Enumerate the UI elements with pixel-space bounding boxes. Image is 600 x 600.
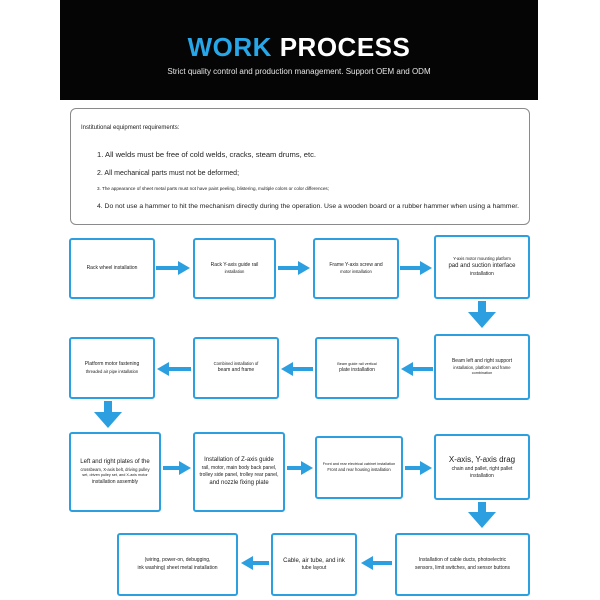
arrow-down-icon — [94, 401, 122, 428]
step-text: (wiring, power-on, debugging, — [144, 557, 211, 564]
step-text: sensors, limit switches, and sensor butt… — [414, 564, 511, 571]
arrow-left-icon — [361, 556, 392, 570]
step-text: Left and right plates of the — [80, 459, 150, 466]
arrow-right-icon — [287, 461, 313, 475]
step-text: Frame Y-axis screw and — [329, 261, 383, 268]
arrow-left-icon — [401, 362, 433, 376]
title-rest: PROCESS — [279, 32, 411, 62]
requirement-item: 2. All mechanical parts must not be defo… — [97, 170, 240, 177]
step-text: trolley side panel, trolley rear panel, — [199, 472, 279, 478]
step-text: Front and rear housing installation — [327, 467, 391, 473]
step-box: Beam guide rail vertical plate installat… — [315, 337, 399, 399]
step-text: Platform motor fastening — [84, 361, 140, 368]
step-box: Front and rear electrical cabinet instal… — [315, 436, 403, 499]
header-banner: WORK PROCESS Strict quality control and … — [60, 0, 538, 100]
step-text: and nozzle fixing plate — [209, 480, 269, 487]
step-box: Beam left and right support installation… — [434, 334, 530, 400]
step-box: Rack wheel installation — [69, 238, 155, 299]
step-text: Rack Y-axis guide rail — [210, 261, 259, 268]
step-box: Y-axis motor mounting platform pad and s… — [434, 235, 530, 299]
requirements-panel: Institutional equipment requirements: 1.… — [70, 108, 530, 225]
arrow-down-icon — [468, 301, 496, 328]
step-box: Rack Y-axis guide rail installation — [193, 238, 276, 299]
step-text: Installation of cable ducts, photoelectr… — [418, 557, 507, 564]
step-text: chain and pallet, right pallet — [451, 465, 513, 472]
step-text: combination — [471, 370, 493, 375]
step-text: installation, platform and frame — [453, 364, 511, 370]
step-text: Beam guide rail vertical — [337, 361, 377, 366]
step-text: rail, motor, main body back panel, — [201, 464, 277, 471]
step-text: installation — [224, 269, 245, 275]
arrow-right-icon — [400, 261, 432, 275]
step-text: beam and frame — [217, 367, 255, 374]
step-box: Cable, air tube, and ink tube layout — [271, 533, 357, 596]
arrow-right-icon — [163, 461, 191, 475]
page-title: WORK PROCESS — [60, 32, 538, 63]
step-box: (wiring, power-on, debugging, ink washin… — [117, 533, 238, 596]
step-text: threaded air pipe installation — [85, 368, 139, 374]
step-text: plate installation — [339, 367, 375, 374]
arrow-left-icon — [281, 362, 313, 376]
arrow-down-icon — [468, 502, 496, 528]
requirement-item: 4. Do not use a hammer to hit the mechan… — [97, 203, 520, 210]
step-box: X-axis, Y-axis drag chain and pallet, ri… — [434, 434, 530, 500]
step-box: Frame Y-axis screw and motor installatio… — [313, 238, 399, 299]
arrow-left-icon — [157, 362, 191, 376]
arrow-right-icon — [278, 261, 310, 275]
requirements-title: Institutional equipment requirements: — [81, 125, 180, 131]
step-box: Combined installation of beam and frame — [193, 337, 279, 399]
step-text: Front and rear electrical cabinet instal… — [322, 461, 396, 466]
requirement-item: 1. All welds must be free of cold welds,… — [97, 150, 317, 159]
step-text: pad and suction interface — [448, 263, 516, 270]
step-text: Installation of Z-axis guide — [204, 457, 274, 464]
step-text: Rack wheel installation — [86, 264, 138, 271]
step-text: set, driven pulley set, and X-axis motor — [82, 473, 148, 478]
step-text: Combined installation of — [213, 361, 259, 367]
step-text: Y-axis motor mounting platform — [453, 255, 511, 261]
arrow-right-icon — [405, 461, 432, 475]
step-text: motor installation — [340, 269, 372, 275]
step-text: Cable, air tube, and ink — [283, 557, 345, 564]
step-text: X-axis, Y-axis drag — [448, 454, 516, 464]
step-text: installation — [470, 472, 494, 479]
arrow-right-icon — [156, 261, 190, 275]
arrow-left-icon — [241, 556, 269, 570]
requirement-item: 3. The appearance of sheet metal parts m… — [97, 186, 329, 191]
step-text: ink washing) sheet metal installation — [137, 564, 218, 571]
step-text: installation assembly — [91, 478, 139, 485]
title-accent: WORK — [187, 32, 272, 62]
step-text: tube layout — [301, 565, 327, 572]
step-box: Left and right plates of the crossbeam, … — [69, 432, 161, 512]
step-box: Installation of cable ducts, photoelectr… — [395, 533, 530, 596]
step-box: Installation of Z-axis guide rail, motor… — [193, 432, 285, 512]
page-subtitle: Strict quality control and production ma… — [167, 67, 431, 76]
step-text: crossbeam, X-axis belt, driving pulley — [80, 466, 150, 472]
step-box: Platform motor fastening threaded air pi… — [69, 337, 155, 399]
step-text: Beam left and right support — [451, 357, 513, 364]
step-text: installation — [470, 270, 494, 277]
